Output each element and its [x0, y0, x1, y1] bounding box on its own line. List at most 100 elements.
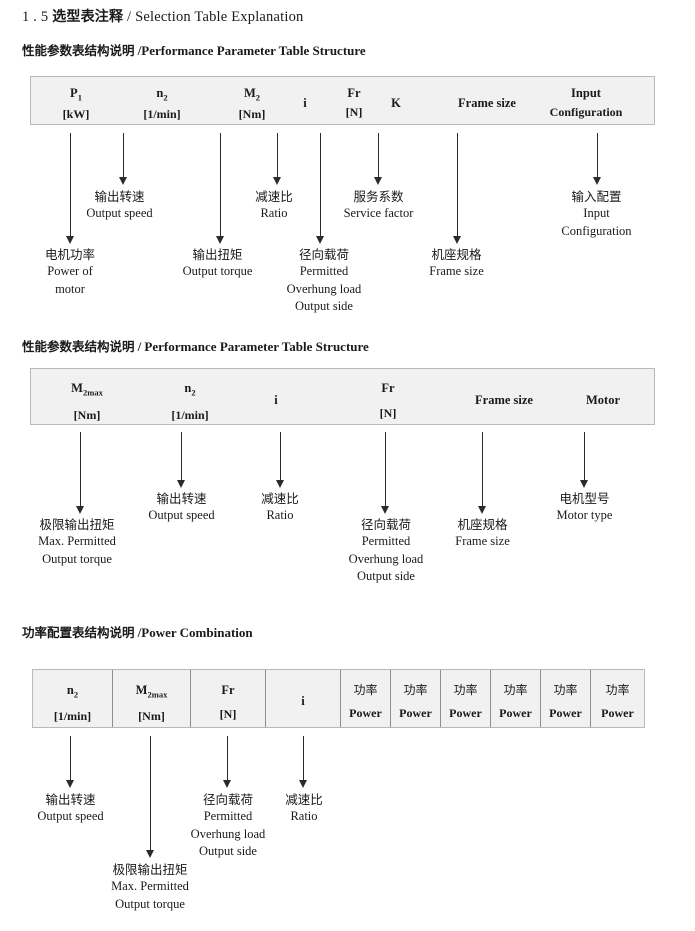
table3-col-power-1-en: Power: [349, 705, 382, 720]
page-title-chinese: 选型表注释: [52, 9, 124, 25]
table3-col-fr: Fr [N]: [191, 681, 265, 724]
performance-parameter-table-1: P1 [kW] n2 [1/min] M2 [Nm] i Fr [N] K Fr…: [30, 76, 655, 125]
table1-col-n2-unit: [1/min]: [143, 106, 181, 121]
table3-col-m2max-sub: 2max: [147, 689, 168, 700]
table1-col-n2-sub: 2: [163, 92, 168, 103]
callout-max-permitted-output-torque-3-cn: 极限输出扭矩: [112, 862, 188, 877]
table1-col-input-configuration-symbol: Input: [571, 86, 601, 100]
table1-col-input-configuration-unit: Configuration: [549, 105, 623, 120]
page-title-separator: /: [127, 9, 132, 25]
callout-max-permitted-output-torque-3-en2: Output torque: [115, 896, 185, 911]
callout-ratio-2-en1: Ratio: [266, 508, 294, 523]
callout-power-of-motor: 电机功率 Power of motor: [10, 246, 130, 298]
callout-power-of-motor-cn: 电机功率: [44, 247, 95, 262]
table3-col-power-4: 功率 Power: [491, 681, 540, 722]
callout-motor-type-cn: 电机型号: [559, 491, 610, 506]
table3-col-m2max: M2max [Nm]: [113, 681, 190, 725]
callout-output-speed-3-en1: Output speed: [37, 809, 104, 824]
table1-col-input-configuration: Input Configuration: [511, 84, 661, 122]
arrow-to-input-configuration: [593, 133, 602, 185]
table3-divider-3: [265, 670, 266, 727]
section-1-heading-separator: /: [137, 43, 142, 58]
page-title: 1 . 5 选型表注释 / Selection Table Explanatio…: [22, 6, 304, 26]
table3-col-n2-unit: [1/min]: [53, 708, 92, 723]
table1-col-frame-size: Frame size: [419, 94, 555, 113]
table1-col-m2-sub: 2: [255, 92, 261, 103]
arrow-to-output-torque: [216, 133, 225, 244]
table2-col-i-symbol: i: [274, 393, 278, 407]
table3-divider-7: [490, 670, 491, 727]
power-combination-table: n2 [1/min] M2max [Nm] Fr [N] i 功率 Power …: [32, 669, 645, 728]
callout-ratio-en1: Ratio: [260, 206, 288, 221]
arrow-to-motor-type: [580, 432, 589, 488]
callout-permitted-overhung-load: 径向载荷 Permitted Overhung load Output side: [268, 246, 380, 315]
callout-input-configuration-en2: Configuration: [561, 223, 632, 238]
callout-permitted-overhung-load-3: 径向载荷 Permitted Overhung load Output side: [172, 791, 284, 860]
callout-output-speed: 输出转速 Output speed: [63, 188, 176, 223]
callout-motor-type-en1: Motor type: [556, 508, 613, 523]
table1-col-m2: M2 [Nm]: [207, 84, 297, 123]
table2-col-n2: n2 [1/min]: [136, 379, 244, 424]
callout-input-configuration-en1: Input: [583, 206, 610, 221]
table1-col-fr-unit: [N]: [345, 105, 363, 120]
callout-output-torque-cn: 输出扭矩: [192, 247, 243, 262]
table3-col-n2: n2 [1/min]: [33, 681, 112, 725]
callout-permitted-overhung-load-en3: Output side: [295, 298, 353, 313]
table2-col-n2-sub: 2: [191, 387, 196, 398]
callout-output-speed-2-cn: 输出转速: [156, 491, 207, 506]
section-1-heading-chinese: 性能参数表结构说明: [22, 43, 135, 58]
callout-frame-size-2-cn: 机座规格: [457, 517, 508, 532]
table2-col-m2max-sub: 2max: [82, 387, 103, 398]
callout-permitted-overhung-load-2-cn: 径向载荷: [360, 517, 411, 532]
table3-divider-5: [390, 670, 391, 727]
callout-service-factor: 服务系数 Service factor: [322, 188, 435, 223]
table3-col-fr-unit: [N]: [219, 707, 237, 722]
section-2-heading-separator: /: [137, 339, 142, 354]
callout-frame-size-2-en1: Frame size: [455, 534, 510, 549]
table3-col-n2-symbol: n: [66, 683, 74, 697]
arrow-to-max-permitted-output-torque-3: [146, 736, 155, 858]
table3-col-m2max-symbol: M: [135, 683, 148, 697]
table1-col-p1-unit: [kW]: [62, 106, 90, 121]
table1-col-n2: n2 [1/min]: [116, 84, 208, 123]
callout-permitted-overhung-load-2: 径向载荷 Permitted Overhung load Output side: [330, 516, 442, 585]
table2-col-n2-symbol: n: [184, 381, 192, 395]
callout-max-permitted-output-torque: 极限输出扭矩 Max. Permitted Output torque: [17, 516, 137, 568]
arrow-to-frame-size-2: [478, 432, 487, 514]
table3-col-power-6-en: Power: [601, 705, 634, 720]
table2-col-frame-size-symbol: Frame size: [475, 393, 533, 407]
table3-col-n2-sub: 2: [73, 689, 79, 700]
table3-col-power-1-cn: 功率: [353, 683, 378, 697]
table1-col-fr: Fr [N]: [317, 84, 391, 122]
table3-col-power-3: 功率 Power: [441, 681, 490, 722]
callout-output-speed-2-en1: Output speed: [148, 508, 215, 523]
callout-max-permitted-output-torque-en2: Output torque: [42, 551, 112, 566]
section-2-heading-english: Performance Parameter Table Structure: [144, 339, 369, 354]
callout-power-of-motor-en1: Power of: [47, 264, 93, 279]
table3-divider-2: [190, 670, 191, 727]
table3-col-power-5: 功率 Power: [541, 681, 590, 722]
section-3-heading-chinese: 功率配置表结构说明: [22, 625, 135, 640]
page-title-english: Selection Table Explanation: [135, 9, 304, 25]
table2-col-fr-symbol: Fr: [381, 381, 395, 395]
callout-ratio-3-en1: Ratio: [290, 809, 318, 824]
table3-col-power-3-en: Power: [449, 705, 482, 720]
table3-col-i-symbol: i: [301, 694, 305, 708]
table1-col-m2-unit: [Nm]: [238, 106, 266, 121]
table2-col-motor: Motor: [546, 391, 660, 410]
callout-permitted-overhung-load-3-cn: 径向载荷: [202, 792, 253, 807]
table3-col-i: i: [266, 692, 340, 711]
section-1-heading: 性能参数表结构说明 /Performance Parameter Table S…: [22, 40, 366, 59]
callout-service-factor-en1: Service factor: [343, 206, 414, 221]
table1-col-m2-symbol: M: [243, 86, 256, 100]
callout-ratio-cn: 减速比: [255, 189, 293, 204]
section-3-heading-separator: /: [137, 625, 142, 640]
table2-col-fr-unit: [N]: [379, 406, 397, 421]
callout-frame-size-2: 机座规格 Frame size: [430, 516, 535, 551]
table1-col-p1-symbol: P: [70, 86, 78, 100]
table3-col-power-6: 功率 Power: [591, 681, 644, 722]
table2-col-frame-size: Frame size: [436, 391, 572, 410]
table3-divider-8: [540, 670, 541, 727]
arrow-to-frame-size: [453, 133, 462, 244]
callout-max-permitted-output-torque-3-en1: Max. Permitted: [111, 879, 189, 894]
